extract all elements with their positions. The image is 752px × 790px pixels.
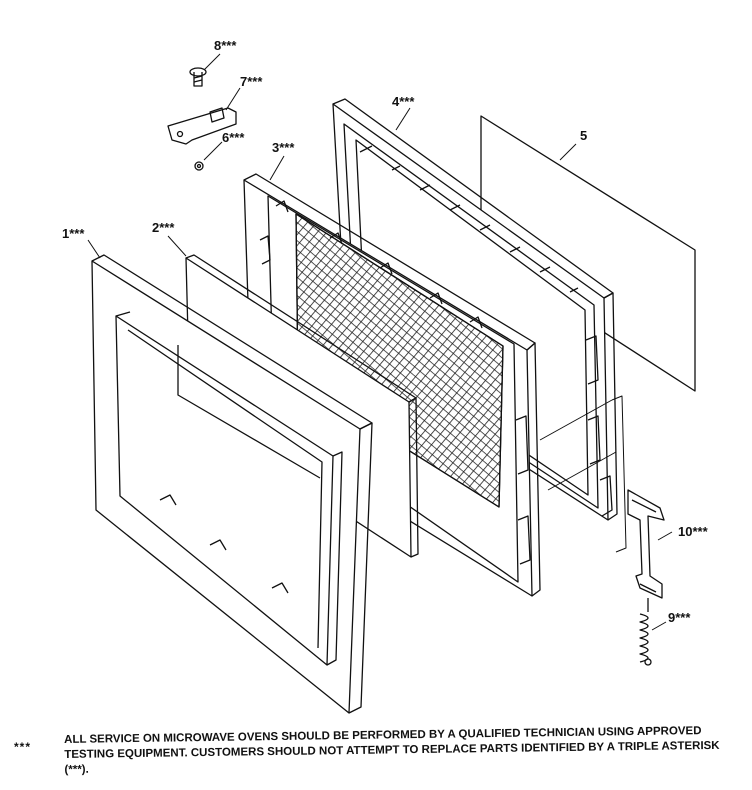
callout-1: 1***: [62, 226, 85, 241]
note-asterisk-marker: ***: [14, 740, 32, 754]
callout-2: 2***: [152, 220, 175, 235]
part-9-spring: [639, 598, 652, 666]
part-8-screw: [189, 67, 207, 87]
part-10-latch-hook: [627, 489, 665, 599]
callout-5: 5: [580, 128, 587, 143]
part-1-door-trim: [91, 254, 373, 714]
service-warning-note: ALL SERVICE ON MICROWAVE OVENS SHOULD BE…: [64, 725, 720, 776]
callout-3: 3***: [272, 140, 295, 155]
callout-8: 8***: [214, 38, 237, 53]
callout-10: 10***: [678, 524, 709, 539]
callout-7: 7***: [240, 74, 263, 89]
callout-6: 6***: [222, 130, 245, 145]
part-5-panel: [480, 115, 696, 392]
callout-9: 9***: [668, 610, 691, 625]
part-7-bracket: [167, 107, 237, 145]
callout-4: 4***: [392, 94, 415, 109]
leader-lines: [87, 53, 673, 631]
part-6-nut: [194, 161, 204, 171]
